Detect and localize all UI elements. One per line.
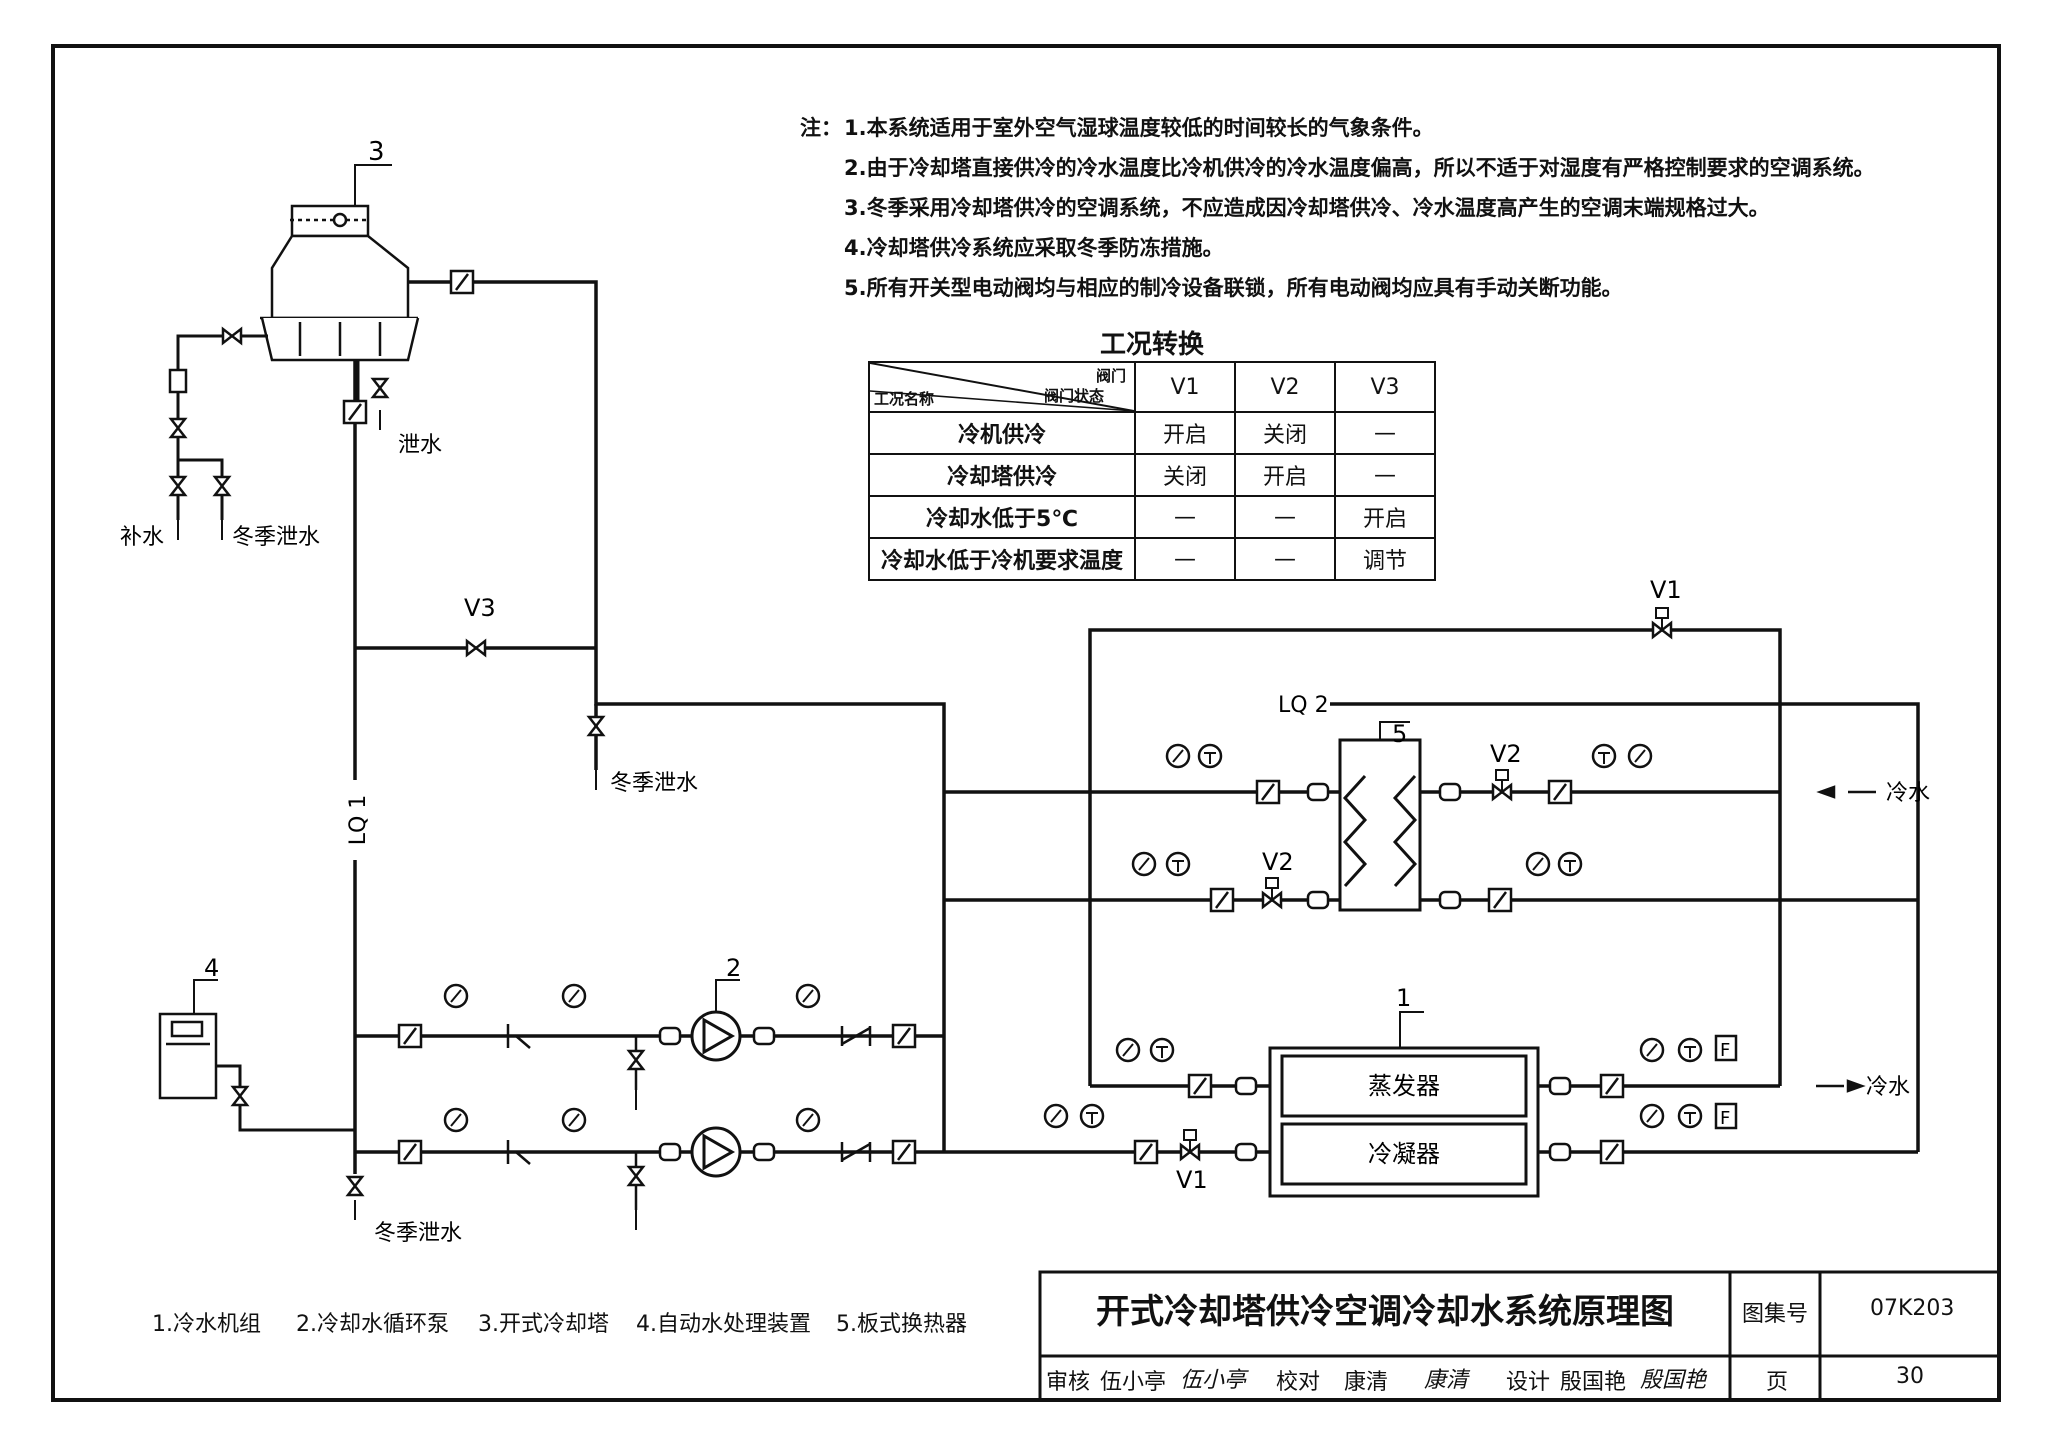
condition-table: 阀门 阀门状态 工况名称 V1 V2 V3 冷机供冷 开启 关闭 — 冷却塔供冷… xyxy=(868,361,1436,581)
tag-chiller: 1 xyxy=(1396,984,1411,1012)
flow-switch-top xyxy=(1714,1034,1738,1062)
review-label: 审核 xyxy=(1046,1370,1091,1395)
notes-block: 注： 1.本系统适用于室外空气湿球温度较低的时间较长的气象条件。 2.由于冷却塔… xyxy=(800,108,1875,308)
cell: 关闭 xyxy=(1234,411,1336,455)
chilled-water-arrows xyxy=(1816,785,1876,1093)
label-winter-drain-mid: 冬季泄水 xyxy=(610,771,698,796)
table-row: 冷却水低于冷机要求温度 — — 调节 xyxy=(868,537,1436,581)
diag-top-label: 阀门 xyxy=(1095,367,1126,385)
legend-item: 1.冷水机组 xyxy=(152,1312,261,1337)
strainer-1 xyxy=(506,1024,531,1049)
diag-mid-label: 阀门状态 xyxy=(1043,387,1104,405)
legend-item: 4.自动水处理装置 xyxy=(636,1312,811,1337)
atlas-number: 07K203 xyxy=(1870,1296,1955,1321)
label-evaporator: 蒸发器 xyxy=(1368,1072,1440,1100)
cell: — xyxy=(1134,537,1236,581)
tag-water-treatment: 4 xyxy=(204,954,219,982)
cell: 关闭 xyxy=(1134,453,1236,497)
cell: 开启 xyxy=(1134,411,1236,455)
diagonal-lines xyxy=(870,363,1134,411)
table-header-row: 阀门 阀门状态 工况名称 V1 V2 V3 xyxy=(868,361,1436,413)
makeup-piping xyxy=(176,334,360,520)
note-1: 1.本系统适用于室外空气湿球温度较低的时间较长的气象条件。 xyxy=(844,116,1434,140)
plate-heat-exchanger xyxy=(1338,738,1422,912)
label-flow-switch-bottom: F xyxy=(1720,1108,1730,1129)
flow-switch-bottom xyxy=(1714,1102,1738,1130)
note-3: 3.冬季采用冷却塔供冷的空调系统，不应造成因冷却塔供冷、冷水温度高产生的空调末端… xyxy=(844,196,1770,220)
diag-bottom-label: 工况名称 xyxy=(874,390,935,408)
note-4: 4.冷却塔供冷系统应采取冬季防冻措施。 xyxy=(844,236,1224,260)
label-v2-right: V2 xyxy=(1490,740,1522,768)
label-v1-bottom: V1 xyxy=(1176,1166,1208,1194)
design-signature: 殷国艳 xyxy=(1640,1368,1707,1393)
table-title: 工况转换 xyxy=(1100,330,1205,360)
row-name: 冷却塔供冷 xyxy=(868,453,1136,497)
cell: — xyxy=(1334,453,1436,497)
col-header: V1 xyxy=(1134,361,1236,413)
page-number: 30 xyxy=(1896,1364,1924,1389)
label-winter-drain-bottom: 冬季泄水 xyxy=(374,1221,462,1246)
row-name: 冷却水低于5℃ xyxy=(868,495,1136,539)
float-valve xyxy=(168,368,188,394)
table-row: 冷却水低于5℃ — — 开启 xyxy=(868,495,1436,539)
label-winter-drain-top: 冬季泄水 xyxy=(232,525,320,550)
cell: — xyxy=(1334,411,1436,455)
check-label: 校对 xyxy=(1276,1370,1321,1395)
cell: 开启 xyxy=(1334,495,1436,539)
table-row: 冷机供冷 开启 关闭 — xyxy=(868,411,1436,455)
check-name: 康清 xyxy=(1344,1370,1389,1395)
design-name: 殷国艳 xyxy=(1560,1370,1627,1395)
label-v3: V3 xyxy=(464,594,496,622)
water-treatment-unit xyxy=(158,1012,218,1100)
page-label: 页 xyxy=(1766,1370,1789,1395)
legend-item: 5.板式换热器 xyxy=(836,1312,967,1337)
label-v1-top: V1 xyxy=(1650,576,1682,604)
col-header: V3 xyxy=(1334,361,1436,413)
review-signature: 伍小亭 xyxy=(1180,1368,1247,1393)
design-label: 设计 xyxy=(1506,1370,1551,1395)
notes-heading: 注： xyxy=(800,116,842,140)
label-chilled-water-bottom: 冷水 xyxy=(1866,1075,1910,1100)
tag-plate-hx: 5 xyxy=(1392,720,1407,748)
cooling-tower xyxy=(260,204,420,362)
atlas-label: 图集号 xyxy=(1742,1302,1809,1327)
row-name: 冷机供冷 xyxy=(868,411,1136,455)
note-2: 2.由于冷却塔直接供冷的冷水温度比冷机供冷的冷水温度偏高，所以不适于对湿度有严格… xyxy=(844,156,1875,180)
lq2-text: LQ 2 xyxy=(1278,693,1329,718)
cell: — xyxy=(1234,537,1336,581)
cell: 开启 xyxy=(1234,453,1336,497)
label-v2-left: V2 xyxy=(1262,848,1294,876)
label-makeup-water: 补水 xyxy=(120,525,164,550)
label-drain: 泄水 xyxy=(398,433,442,458)
title-block-frame xyxy=(1038,1270,2001,1402)
drawing-border xyxy=(51,44,2001,1402)
cell: — xyxy=(1134,495,1236,539)
drain-arrows xyxy=(177,410,637,1230)
chiller xyxy=(1268,1046,1540,1198)
table-diagonal-header: 阀门 阀门状态 工况名称 xyxy=(868,361,1136,413)
cell: — xyxy=(1234,495,1336,539)
col-header: V2 xyxy=(1234,361,1336,413)
pump-2 xyxy=(690,1126,742,1178)
check-signature: 康清 xyxy=(1424,1368,1469,1393)
tag-pump: 2 xyxy=(726,954,741,982)
label-flow-switch-top: F xyxy=(1720,1040,1730,1061)
label-lq1: LQ 1 xyxy=(346,795,371,846)
legend-item: 3.开式冷却塔 xyxy=(478,1312,609,1337)
treatment-pipe xyxy=(216,1064,355,1132)
strainer-2 xyxy=(506,1140,531,1165)
review-name: 伍小亭 xyxy=(1100,1370,1167,1395)
drawing-title: 开式冷却塔供冷空调冷却水系统原理图 xyxy=(1096,1292,1674,1332)
cell: 调节 xyxy=(1334,537,1436,581)
pump-1 xyxy=(690,1010,742,1062)
tag-cooling-tower: 3 xyxy=(368,137,385,167)
label-chilled-water-top: 冷水 xyxy=(1886,781,1930,806)
label-condenser: 冷凝器 xyxy=(1368,1140,1440,1168)
note-5: 5.所有开关型电动阀均与相应的制冷设备联锁，所有电动阀均应具有手动关断功能。 xyxy=(844,276,1623,300)
row-name: 冷却水低于冷机要求温度 xyxy=(868,537,1136,581)
table-row: 冷却塔供冷 关闭 开启 — xyxy=(868,453,1436,497)
legend-item: 2.冷却水循环泵 xyxy=(296,1312,449,1337)
tag-leader-3 xyxy=(354,164,392,206)
